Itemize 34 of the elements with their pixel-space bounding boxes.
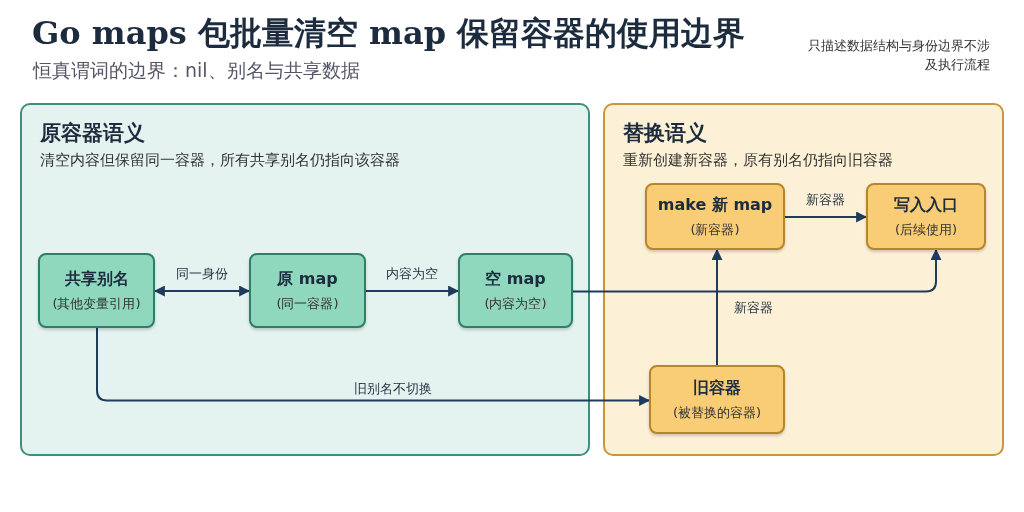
group-heading: 原容器语义	[40, 119, 145, 147]
box-subtitle: (被替换的容器)	[672, 403, 762, 422]
arrow	[784, 211, 868, 223]
group-description: 重新创建新容器，原有别名仍指向旧容器	[623, 151, 893, 170]
box-title: make 新 map	[657, 194, 773, 216]
process-box	[645, 183, 785, 250]
box-title: 共享别名	[64, 268, 129, 290]
box-title: 写入入口	[894, 194, 958, 216]
box-title: 原 map	[277, 268, 338, 290]
arrow	[711, 248, 723, 366]
process-box	[249, 253, 366, 328]
note: 只描述数据结构与身份边界不涉及执行流程	[807, 37, 990, 74]
arrow	[572, 248, 942, 293]
box-subtitle: (同一容器)	[276, 294, 339, 313]
group-panel	[20, 103, 590, 456]
process-box	[458, 253, 573, 328]
process-box	[866, 183, 986, 250]
arrow	[365, 285, 460, 297]
edge-label: 新容器	[803, 191, 848, 209]
process-box	[649, 365, 785, 434]
group-description: 清空内容但保留同一容器，所有共享别名仍指向该容器	[40, 151, 400, 170]
process-box	[38, 253, 155, 328]
box-title: 空 map	[485, 268, 546, 290]
title: Go maps 包批量清空 map 保留容器的使用边界	[32, 13, 746, 54]
box-subtitle: (内容为空)	[484, 294, 547, 313]
arrow	[153, 285, 251, 297]
box-subtitle: (新容器)	[690, 220, 740, 239]
arrow	[96, 327, 651, 406]
box-title: 旧容器	[693, 377, 741, 399]
box-subtitle: (后续使用)	[894, 220, 958, 239]
subtitle: 恒真谓词的边界：nil、别名与共享数据	[33, 58, 360, 83]
group-heading: 替换语义	[623, 119, 707, 147]
group-panel	[603, 103, 1004, 456]
box-subtitle: (其他变量引用)	[52, 294, 141, 313]
